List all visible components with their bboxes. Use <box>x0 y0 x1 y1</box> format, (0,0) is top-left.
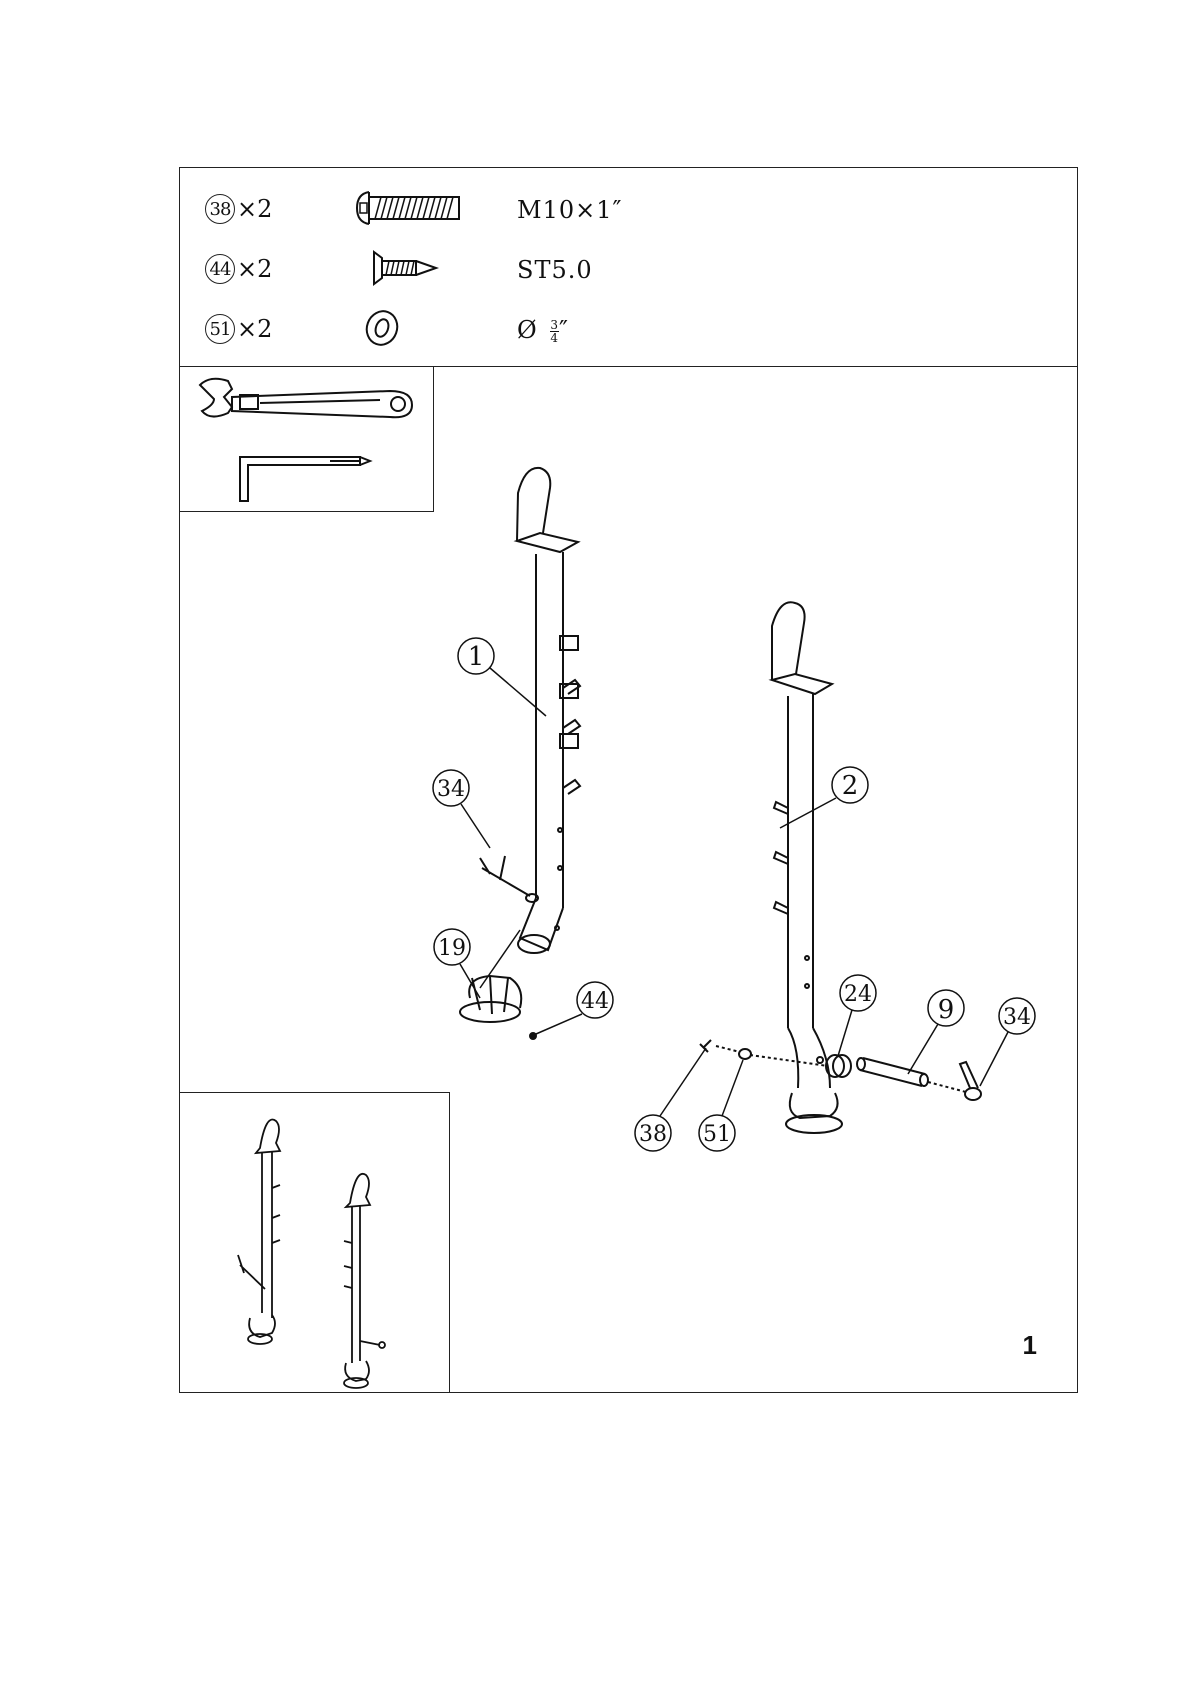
svg-text:19: 19 <box>438 936 466 961</box>
svg-text:51: 51 <box>703 1122 731 1147</box>
step-number: 1 <box>1023 1330 1037 1361</box>
callout-44: 44 <box>536 982 613 1034</box>
svg-text:1: 1 <box>468 642 485 672</box>
foot-19 <box>460 976 521 1022</box>
clip-34 <box>960 1062 981 1100</box>
callout-34a: 34 <box>433 770 490 848</box>
washer-51 <box>739 1049 751 1059</box>
svg-text:34: 34 <box>437 777 465 802</box>
callout-19: 19 <box>434 929 480 998</box>
bushing-24 <box>826 1055 851 1077</box>
assembled-preview <box>180 1092 450 1392</box>
callout-24: 24 <box>838 975 876 1056</box>
svg-text:38: 38 <box>639 1122 667 1147</box>
callout-9: 9 <box>908 990 964 1074</box>
svg-text:34: 34 <box>1003 1005 1031 1030</box>
callout-2: 2 <box>780 767 868 828</box>
bolt-38 <box>700 1040 711 1052</box>
screw-44 <box>530 1033 536 1039</box>
assembled-uprights-drawing <box>180 1093 450 1393</box>
callout-51: 51 <box>699 1060 743 1151</box>
svg-text:24: 24 <box>844 982 872 1007</box>
svg-text:2: 2 <box>842 771 859 801</box>
upright-1 <box>480 468 580 953</box>
instruction-frame: 38 ×2 M10×1″ 44 <box>179 167 1078 1393</box>
pin-9 <box>857 1058 928 1086</box>
callout-1: 1 <box>458 638 546 716</box>
callout-34b: 34 <box>980 998 1035 1086</box>
svg-text:44: 44 <box>581 989 609 1014</box>
upright-2 <box>772 602 842 1133</box>
svg-text:9: 9 <box>938 995 955 1025</box>
callout-38: 38 <box>635 1048 706 1151</box>
